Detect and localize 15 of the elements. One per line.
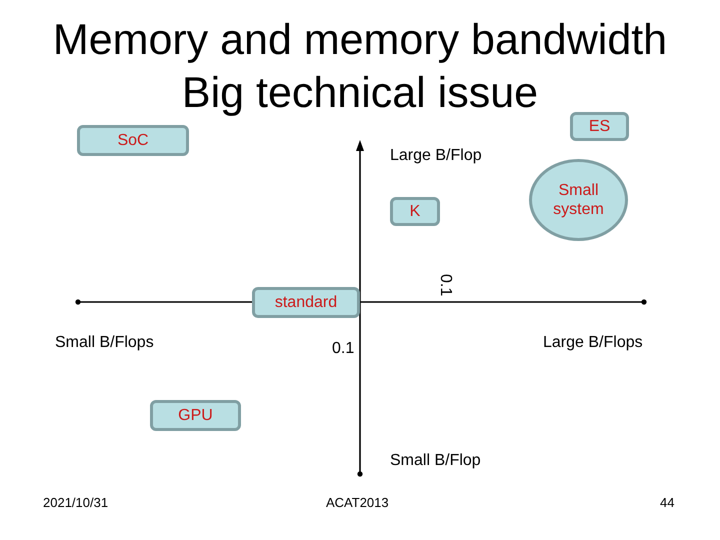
category-box: ES <box>570 112 629 141</box>
tick-label: 0.1 <box>332 339 354 358</box>
category-box: GPU <box>150 400 241 431</box>
axis-label: Small B/Flop <box>390 451 481 470</box>
axis-label: Large B/Flop <box>390 146 482 165</box>
tick-label: 0.1 <box>437 274 453 296</box>
axis-label: Large B/Flops <box>543 333 643 352</box>
axis-label: Small B/Flops <box>55 333 154 352</box>
footer-text: ACAT2013 <box>326 495 389 511</box>
category-ellipse: Small system <box>529 159 628 241</box>
slide-date: 2021/10/31 <box>43 495 108 511</box>
category-box: K <box>390 197 440 226</box>
page-number: 44 <box>660 495 674 511</box>
category-box: SoC <box>77 125 189 156</box>
category-box: standard <box>252 287 360 318</box>
